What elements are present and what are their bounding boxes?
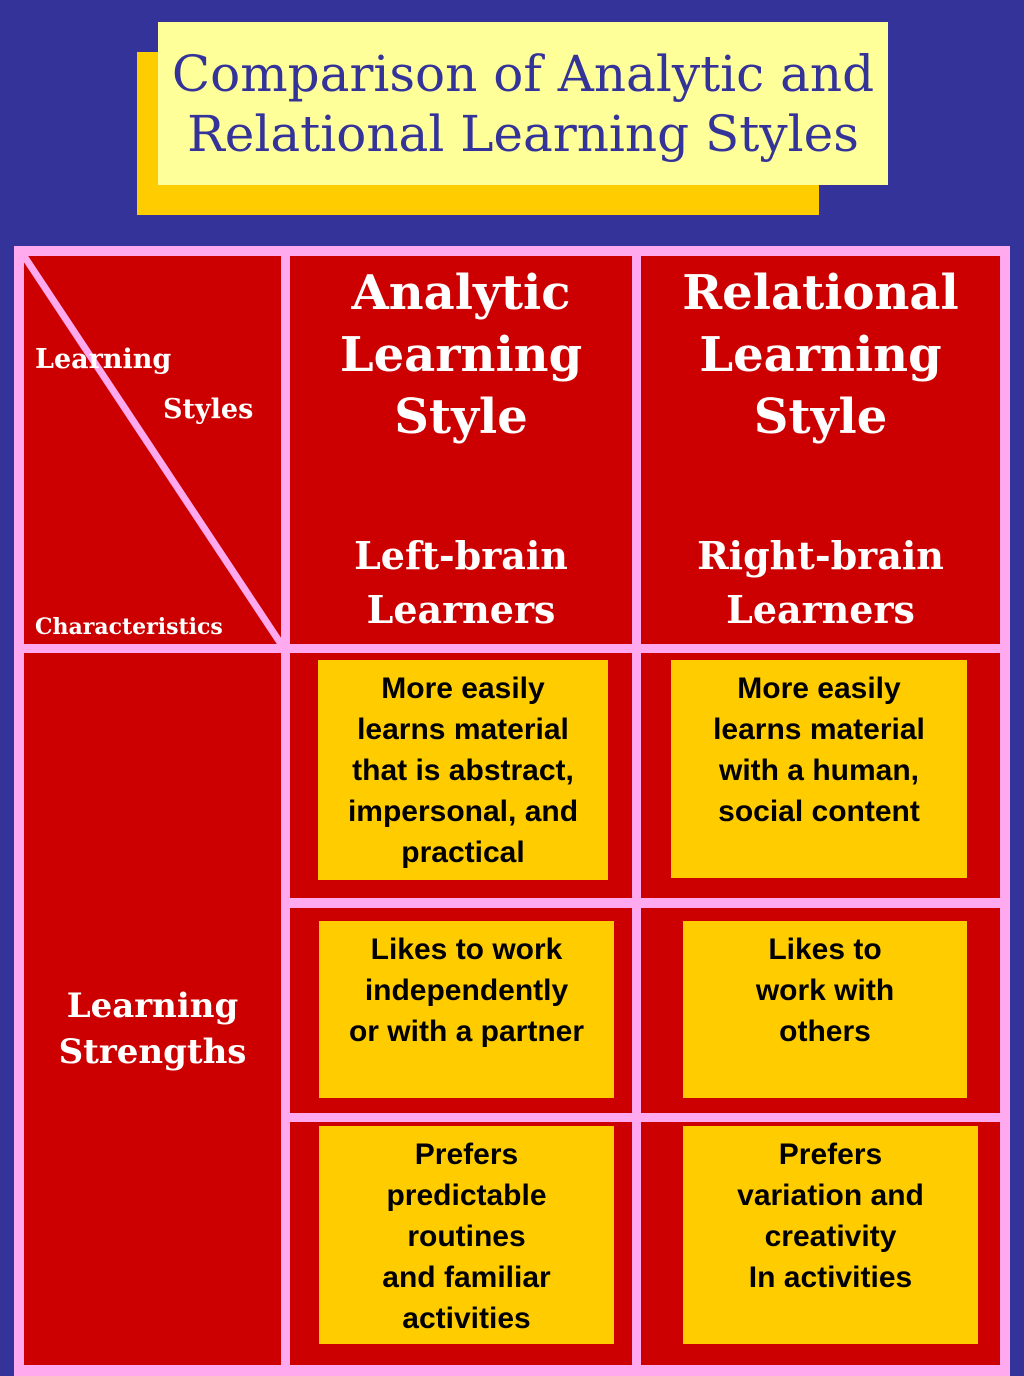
analytic-header-cell: Analytic Learning Style Left-brain Learn… [290, 256, 632, 644]
analytic-heading-line: Analytic [351, 265, 571, 321]
row-2-analytic-text: Likes to work independently or with a pa… [319, 921, 614, 1098]
learning-strengths-cell: Learning Strengths [24, 653, 281, 1365]
corner-cell: Learning Styles Characteristics [24, 256, 281, 644]
row-1-relational-text: More easily learns material with a human… [671, 660, 967, 878]
text-line: predictable [386, 1179, 547, 1212]
row-2-relational-text: Likes to work with others [683, 921, 967, 1098]
title-line-1: Comparison of Analytic and [171, 44, 875, 103]
text-line: activities [402, 1302, 531, 1335]
relational-header-cell: Relational Learning Style Right-brain Le… [641, 256, 1000, 644]
analytic-subheading-line: Left-brain [354, 533, 568, 578]
text-line: Prefers [778, 1138, 883, 1171]
text-line: impersonal, and [347, 795, 579, 828]
row-label-line: Strengths [58, 1032, 247, 1072]
text-line: that is abstract, [352, 754, 574, 787]
text-line: variation and [737, 1179, 924, 1212]
text-line: independently [364, 974, 569, 1007]
row-3-relational-text: Prefers variation and creativity In acti… [683, 1126, 978, 1344]
relational-heading-line: Learning [699, 327, 942, 383]
text-line: creativity [764, 1220, 897, 1253]
text-line: In activities [748, 1261, 913, 1294]
relational-subheading-line: Learners [726, 587, 915, 632]
text-line: More easily [737, 672, 901, 705]
row-1-analytic-text: More easily learns material that is abst… [318, 660, 608, 880]
analytic-heading-line: Style [394, 389, 528, 445]
analytic-subheading-line: Learners [366, 587, 556, 632]
text-line: or with a partner [348, 1015, 585, 1048]
text-line: others [779, 1015, 871, 1048]
row-3-analytic-text: Prefers predictable routines and familia… [319, 1126, 614, 1344]
text-line: practical [401, 836, 525, 869]
row-label-line: Learning [66, 986, 239, 1026]
text-line: learns material [713, 713, 925, 746]
analytic-heading-line: Learning [339, 327, 583, 383]
text-line: social content [718, 795, 920, 828]
corner-characteristics-label: Characteristics [35, 614, 223, 640]
relational-heading-line: Relational [682, 265, 959, 321]
relational-subheading-line: Right-brain [697, 533, 944, 578]
text-line: with a human, [718, 754, 919, 787]
text-line: learns material [357, 713, 569, 746]
text-line: More easily [381, 672, 545, 705]
page-title: Comparison of Analytic and Relational Le… [158, 22, 888, 185]
corner-learning-label: Learning [35, 344, 172, 375]
text-line: routines [407, 1220, 526, 1253]
corner-diagonal [24, 256, 281, 644]
relational-heading-line: Style [753, 389, 888, 445]
text-line: Likes to work [370, 933, 563, 966]
relational-subheading: Right-brain Learners [641, 529, 1000, 637]
text-line: Likes to [768, 933, 882, 966]
corner-styles-label: Styles [163, 394, 254, 425]
text-line: Prefers [414, 1138, 519, 1171]
learning-strengths-label: Learning Strengths [24, 983, 281, 1075]
relational-heading: Relational Learning Style [641, 262, 1000, 448]
title-line-2: Relational Learning Styles [187, 104, 859, 163]
analytic-heading: Analytic Learning Style [290, 262, 632, 448]
text-line: and familiar [382, 1261, 551, 1294]
text-line: work with [755, 974, 895, 1007]
analytic-subheading: Left-brain Learners [290, 529, 632, 637]
